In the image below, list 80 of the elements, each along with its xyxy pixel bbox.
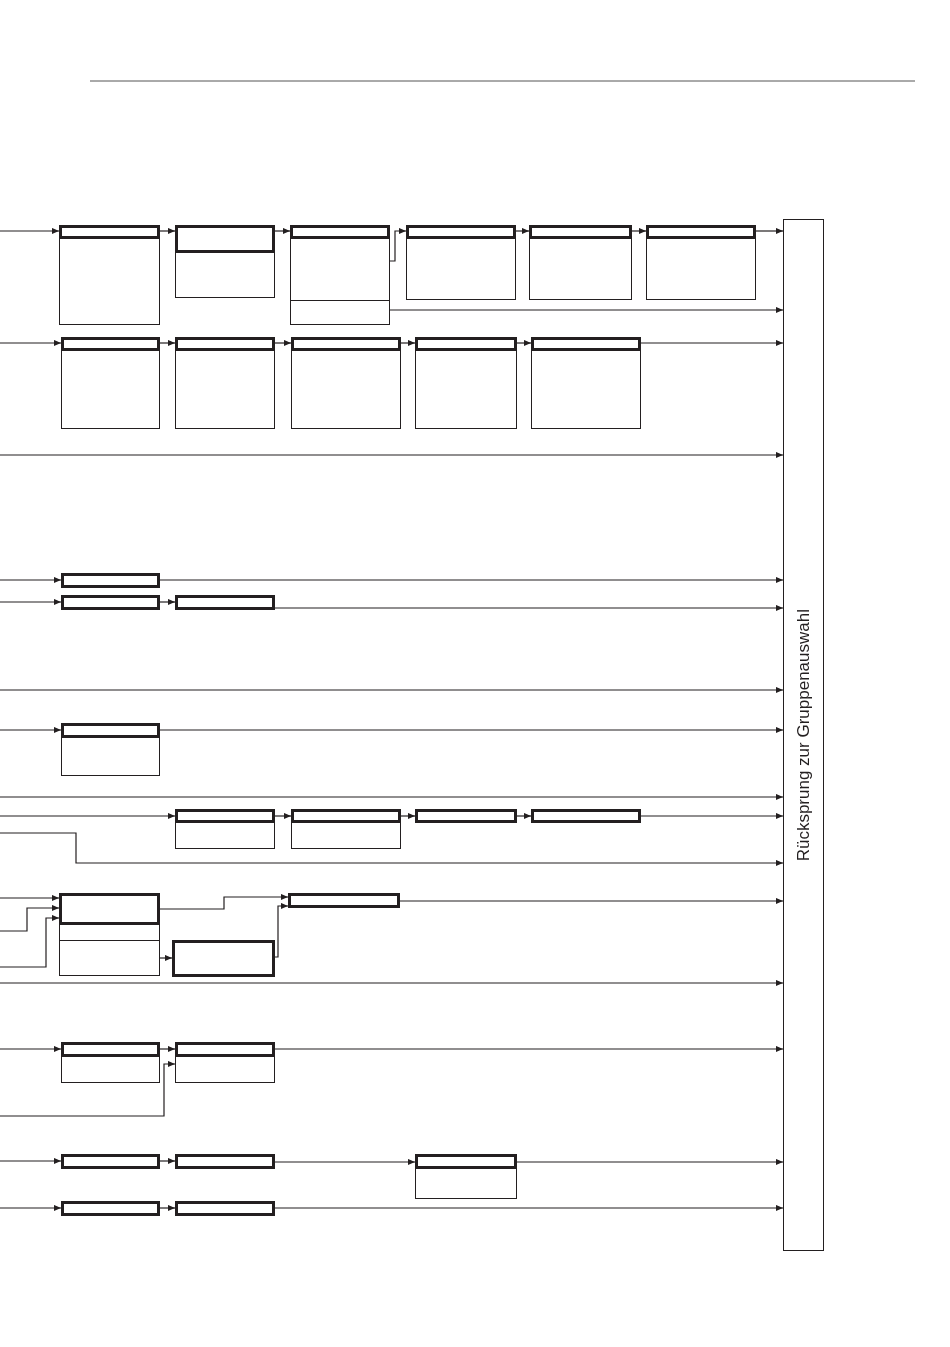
menu-box [290,225,390,325]
arrow [274,812,292,820]
menu-box [61,337,160,429]
arrow [159,726,784,734]
arrow [516,1158,784,1166]
menu-box [61,573,160,588]
menu-box [175,225,275,298]
menu-box [59,225,160,325]
arrow [274,339,292,347]
arrow [159,1045,176,1053]
arrow [0,339,62,347]
menu-box [175,809,275,849]
arrow [0,1060,176,1117]
arrow [640,812,784,820]
arrow [0,832,784,867]
arrow [274,1158,416,1166]
menu-box [531,809,641,823]
arrow [0,904,60,932]
menu-box [175,1201,275,1216]
arrow [400,812,416,820]
arrow [631,227,647,235]
menu-box [406,225,516,300]
arrow [274,227,291,235]
arrow [0,686,784,694]
menu-box [288,893,400,908]
arrow [0,576,62,584]
menu-box [61,1042,160,1083]
arrow [0,914,60,968]
arrow [159,576,784,584]
arrow [0,1204,62,1212]
menu-box [175,1042,275,1083]
arrow [0,1045,62,1053]
arrow [0,598,62,606]
menu-box [415,337,517,429]
arrow [159,954,173,962]
menu-box [59,893,160,976]
arrow [0,894,60,902]
arrow [274,902,289,958]
menu-box [531,337,641,429]
arrow [400,339,416,347]
menu-box [646,225,756,300]
arrow [274,604,784,612]
arrow [399,897,784,905]
menu-box [175,595,275,610]
menu-box [61,595,160,610]
menu-box [291,337,401,429]
arrow [159,227,176,235]
arrow [159,893,289,910]
arrow [159,1157,176,1165]
arrow [516,339,532,347]
menu-box [415,1154,517,1199]
menu-box [529,225,632,300]
arrow [159,598,176,606]
arrow [640,339,784,347]
side-panel [783,219,824,1251]
menu-box [61,1154,160,1169]
arrow [0,451,784,459]
menu-box [415,809,517,823]
arrow [389,306,784,314]
arrow [0,979,784,987]
menu-box [61,1201,160,1216]
arrow [274,1204,784,1212]
menu-box [172,940,275,977]
arrow [389,227,407,262]
arrow [0,726,62,734]
menu-box [291,809,401,849]
menu-box [61,723,160,776]
arrow [755,227,784,235]
vertical-label: Rücksprung zur Gruppenauswahl [795,608,812,862]
arrow [159,1204,176,1212]
arrow [516,812,532,820]
arrow [0,812,176,820]
menu-box [175,337,275,429]
menu-box [175,1154,275,1169]
arrow [515,227,530,235]
arrow [0,1157,62,1165]
arrow [159,339,176,347]
arrow [274,1045,784,1053]
arrow [0,227,60,235]
arrow [0,793,784,801]
